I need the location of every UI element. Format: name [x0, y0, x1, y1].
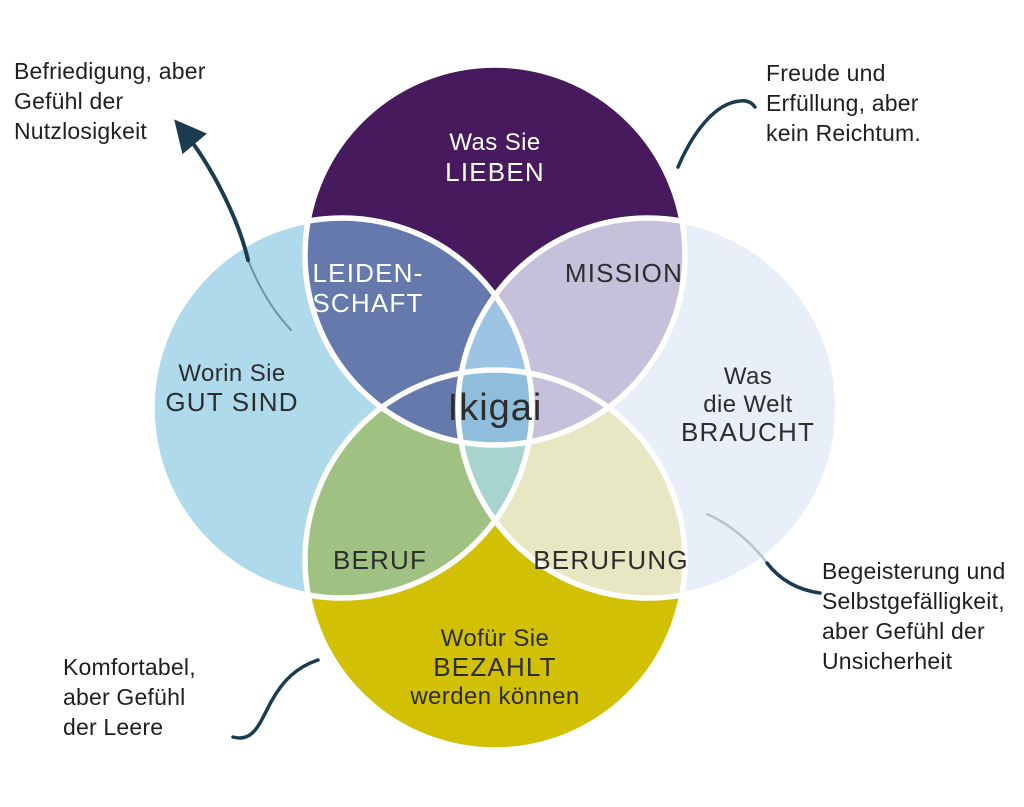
annotation-top-right-line1: Freude und — [766, 60, 886, 86]
annotation-top-right: Freude und Erfüllung, aber kein Reichtum… — [766, 58, 921, 148]
connector-top-left-tail — [247, 259, 292, 331]
label-good-at-line2: GUT SIND — [165, 387, 298, 417]
label-mission: MISSION — [565, 258, 683, 288]
annotation-bottom-left-line1: Komfortabel, — [63, 654, 196, 680]
annotation-bottom-left-line2: aber Gefühl — [63, 684, 186, 710]
label-world-needs-line1: Was — [724, 363, 772, 390]
circle-paid-for-outline — [302, 367, 688, 753]
label-paid-for-line1: Wofür Sie — [441, 625, 550, 652]
connector-top-left-arrow — [174, 119, 250, 262]
annotation-top-left-line3: Nutzlosigkeit — [14, 118, 147, 144]
label-love-line1: Was Sie — [449, 129, 540, 156]
annotation-top-left-line2: Gefühl der — [14, 88, 124, 114]
annotation-bottom-left-line3: der Leere — [63, 714, 164, 740]
annotation-bottom-right-line1: Begeisterung und — [822, 558, 1006, 584]
annotation-top-left: Befriedigung, aber Gefühl der Nutzlosigk… — [14, 56, 206, 146]
connector-bottom-left — [231, 658, 320, 740]
annotation-top-left-line1: Befriedigung, aber — [14, 58, 206, 84]
annotation-bottom-right-line2: Selbstgefälligkeit, — [822, 588, 1005, 614]
annotation-top-right-line2: Erfüllung, aber — [766, 90, 919, 116]
label-good-at-line1: Worin Sie — [178, 360, 285, 387]
label-vocation: BERUFUNG — [533, 545, 689, 575]
label-world-needs-line3: BRAUCHT — [681, 417, 815, 447]
circle-world-needs-outline — [455, 215, 841, 601]
connector-bottom-right — [765, 561, 822, 595]
label-passion-line1: LEIDEN- — [313, 258, 424, 288]
annotation-top-right-line3: kein Reichtum. — [766, 120, 921, 146]
annotation-bottom-right: Begeisterung und Selbstgefälligkeit, abe… — [822, 556, 1006, 676]
circle-good-at-outline — [149, 215, 535, 601]
label-passion-line2: SCHAFT — [312, 288, 423, 318]
annotation-bottom-right-line4: Unsicherheit — [822, 648, 953, 674]
connector-bottom-right-tail — [705, 512, 769, 565]
label-love-line2: LIEBEN — [445, 157, 545, 187]
circle-love-outline — [302, 62, 688, 448]
annotation-bottom-left: Komfortabel, aber Gefühl der Leere — [63, 652, 196, 742]
connector-top-right — [676, 99, 757, 169]
label-world-needs-line2: die Welt — [703, 391, 792, 418]
label-profession: BERUF — [333, 545, 427, 575]
label-paid-for-line3: werden können — [409, 683, 579, 710]
annotation-bottom-right-line3: aber Gefühl der — [822, 618, 985, 644]
label-ikigai: Ikigai — [448, 387, 543, 429]
label-paid-for-line2: BEZAHLT — [433, 652, 557, 682]
